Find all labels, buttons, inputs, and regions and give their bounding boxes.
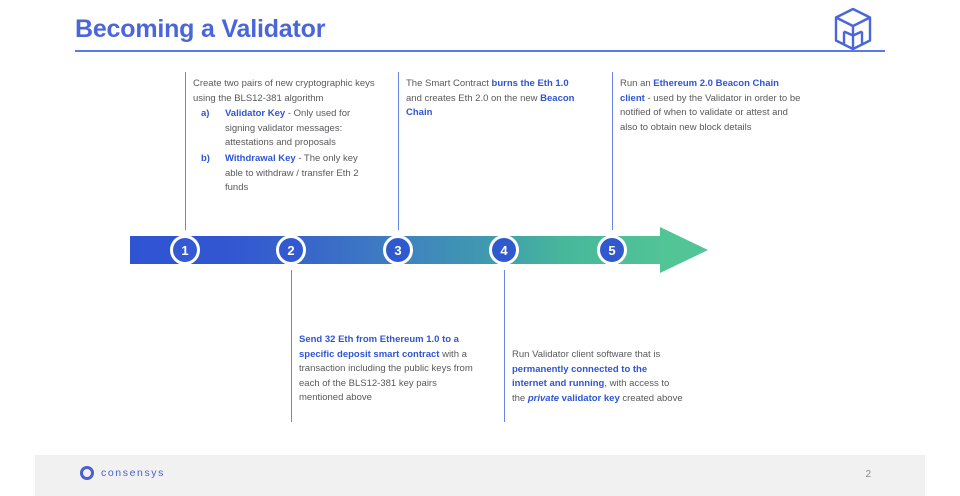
callout-step-2-text: Send 32 Eth from Ethereum 1.0 to a speci…: [299, 333, 479, 406]
list-item-rest: - Only used for signing validator messag…: [225, 108, 351, 149]
timeline-step-1[interactable]: 1: [170, 235, 200, 265]
timeline-step-1-number: 1: [181, 242, 189, 258]
footer-brand: consensys: [80, 466, 165, 480]
footer-brand-text: consensys: [101, 467, 166, 479]
connector-step-1: [185, 72, 186, 230]
timeline-step-2-number: 2: [287, 242, 295, 258]
page-title: Becoming a Validator: [75, 15, 326, 43]
list-item-term: Validator Key: [225, 108, 286, 120]
timeline-step-2[interactable]: 2: [276, 235, 306, 265]
callout-step-2-bold: Send 32 Eth from Ethereum 1.0 to a speci…: [299, 334, 459, 360]
callout-step-5-bold-1: Ethereum 2.0 Beacon Chain client: [620, 78, 779, 104]
callout-step-1: Create two pairs of new cryptographic ke…: [193, 77, 375, 196]
timeline-step-4-number: 4: [500, 242, 508, 258]
slide-canvas: Becoming a Validator 1 2 3 4 5: [75, 6, 885, 422]
consensys-cube-logo-icon: [830, 6, 876, 52]
callout-step-3-mid: and creates Eth 2.0 on the new: [406, 92, 541, 104]
callout-step-4-mid: , with access to the: [512, 378, 670, 404]
list-item-marker: b): [201, 152, 210, 164]
callout-step-4: Run Validator client software that is pe…: [512, 348, 684, 406]
callout-step-4-text: Run Validator client software that is pe…: [512, 348, 684, 406]
connector-step-3: [398, 72, 399, 230]
callout-step-2-rest: with a transaction including the public …: [299, 348, 473, 404]
title-divider: [75, 50, 885, 52]
timeline-step-5-number: 5: [608, 242, 616, 258]
list-item-term: Withdrawal Key: [225, 152, 296, 164]
callout-step-5-text: Run an Ethereum 2.0 Beacon Chain client …: [620, 77, 805, 135]
callout-step-4-bold-2: validator key: [559, 392, 620, 404]
callout-step-3-bold-2: Beacon Chain: [406, 92, 575, 119]
callout-step-4-bold-italic: private: [527, 392, 560, 404]
consensys-circle-icon: [80, 466, 94, 480]
callout-step-1-list: a) Validator Key - Only used for signing …: [193, 107, 375, 196]
callout-step-4-tail: created above: [619, 392, 683, 404]
callout-step-4-bold-1: permanently connected to the internet an…: [512, 363, 648, 390]
list-item: b) Withdrawal Key - The only key able to …: [193, 152, 375, 196]
connector-step-2: [291, 270, 292, 422]
callout-step-5: Run an Ethereum 2.0 Beacon Chain client …: [620, 77, 805, 135]
callout-step-4-lead: Run Validator client software that is: [512, 349, 661, 360]
timeline-arrowhead-icon: [660, 227, 708, 273]
timeline-step-3[interactable]: 3: [383, 235, 413, 265]
list-item-marker: a): [201, 108, 210, 120]
page-number: 2: [865, 469, 871, 480]
timeline-step-5[interactable]: 5: [597, 235, 627, 265]
callout-step-3-text: The Smart Contract burns the Eth 1.0 and…: [406, 77, 578, 121]
connector-step-4: [504, 270, 505, 422]
slide-footer: consensys 2: [35, 455, 925, 496]
timeline-step-3-number: 3: [394, 242, 402, 258]
callout-step-5-tail: - used by the Validator in order to be n…: [620, 92, 801, 133]
timeline-step-4[interactable]: 4: [489, 235, 519, 265]
callout-step-3-bold-1: burns the Eth 1.0: [491, 78, 569, 89]
callout-step-3-lead: The Smart Contract: [406, 78, 492, 89]
connector-step-5: [612, 72, 613, 230]
callout-step-3: The Smart Contract burns the Eth 1.0 and…: [406, 77, 578, 121]
callout-step-2: Send 32 Eth from Ethereum 1.0 to a speci…: [299, 333, 479, 406]
list-item: a) Validator Key - Only used for signing …: [193, 107, 375, 151]
list-item-rest: - The only key able to withdraw / transf…: [225, 152, 359, 194]
callout-step-5-lead: Run an: [620, 78, 654, 89]
callout-step-1-intro: Create two pairs of new cryptographic ke…: [193, 78, 375, 104]
